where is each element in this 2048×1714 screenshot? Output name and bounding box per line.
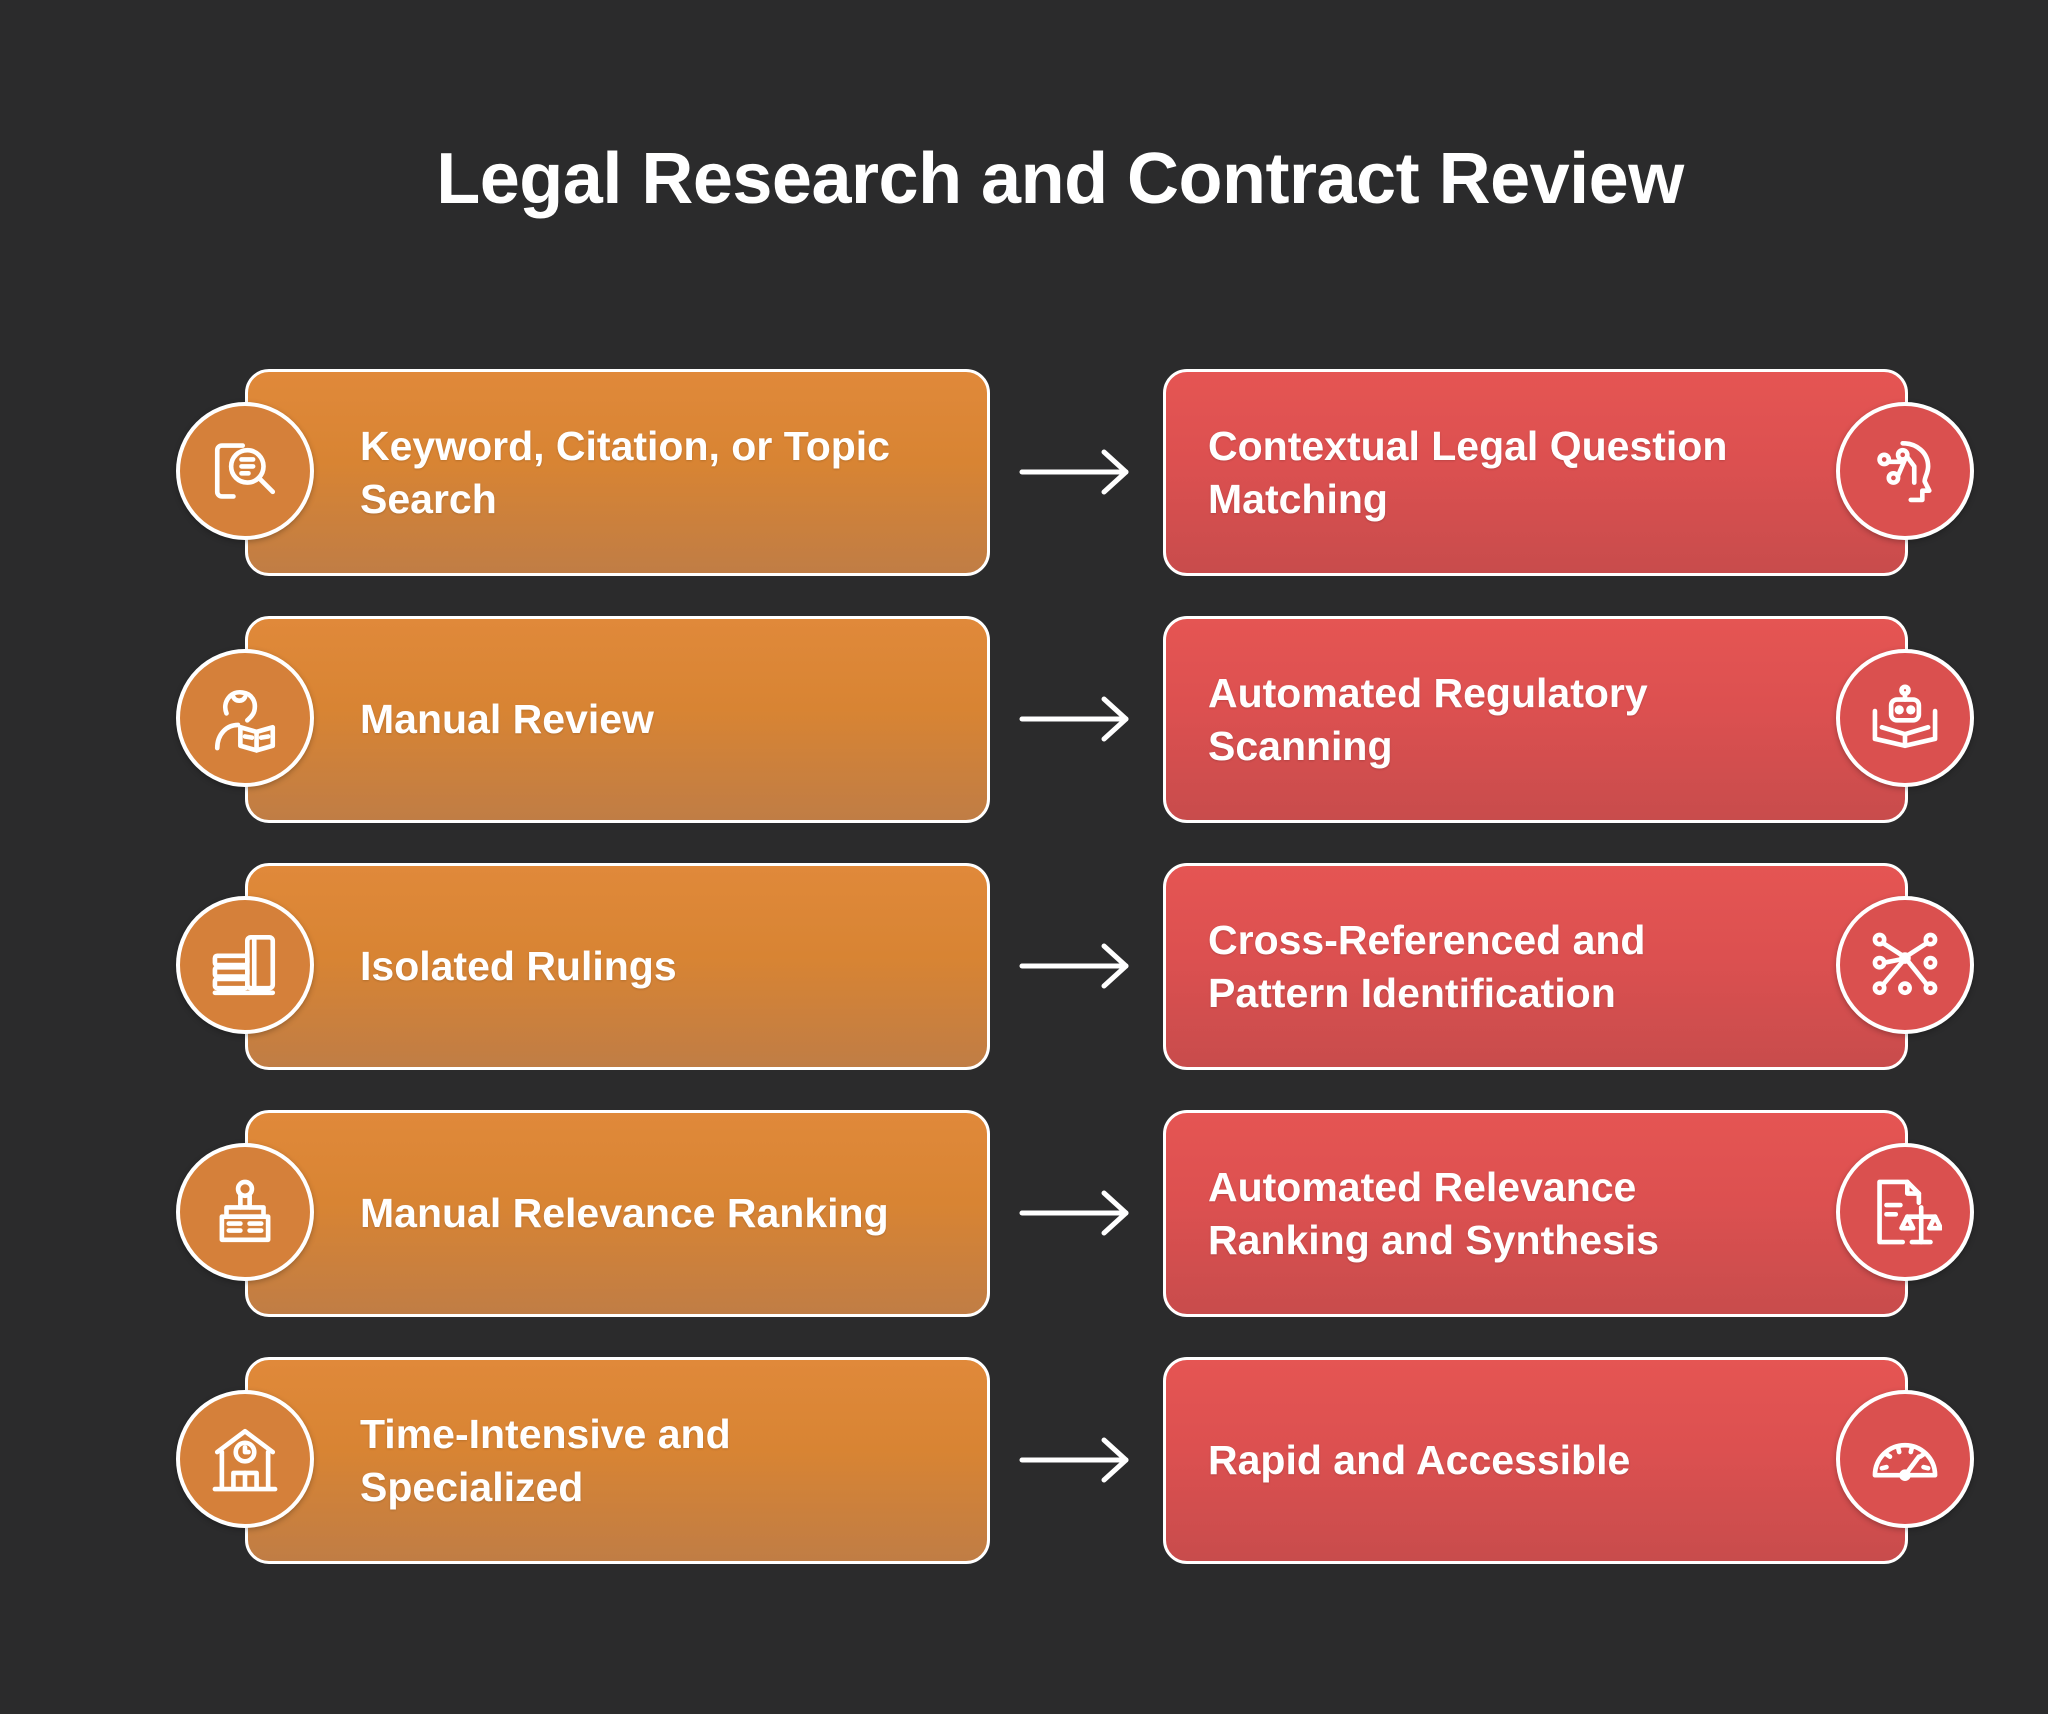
ai-card-label: Cross-Referenced and Pattern Identificat… [1208,916,1646,1016]
traditional-card: Manual Relevance Ranking [245,1110,990,1317]
ai-card: Automated Relevance Ranking and Synthesi… [1163,1110,1908,1317]
ai-card: Cross-Referenced and Pattern Identificat… [1163,863,1908,1070]
ai-card-label: Contextual Legal Question Matching [1208,422,1728,522]
clock-building-icon [176,1390,314,1528]
page-title: Legal Research and Contract Review [436,139,1684,219]
traditional-card: Manual Review [245,616,990,823]
traditional-card-label: Manual Review [360,696,654,742]
ai-card: Automated Regulatory Scanning [1163,616,1908,823]
ai-card: Rapid and Accessible [1163,1357,1908,1564]
brain-network-icon [1836,402,1974,540]
arrow-right-icon [1019,1190,1129,1236]
arrow-right-icon [1019,696,1129,742]
speedometer-icon [1836,1390,1974,1528]
hand-stamp-icon [176,1143,314,1281]
robot-book-icon [1836,649,1974,787]
arrow-right-icon [1019,943,1129,989]
person-reading-book-icon [176,649,314,787]
comparison-row: Isolated Rulings Cross-Referenced and Pa… [0,863,2048,1076]
traditional-card-label: Keyword, Citation, or Topic Search [360,422,890,522]
network-nodes-icon [1836,896,1974,1034]
traditional-card-label: Isolated Rulings [360,943,677,989]
traditional-card: Time-Intensive and Specialized [245,1357,990,1564]
traditional-card: Isolated Rulings [245,863,990,1070]
document-scales-icon [1836,1143,1974,1281]
stacked-documents-icon [176,896,314,1034]
traditional-card: Keyword, Citation, or Topic Search [245,369,990,576]
arrow-right-icon [1019,1437,1129,1483]
ai-card-label: Automated Regulatory Scanning [1208,669,1648,769]
traditional-card-label: Time-Intensive and Specialized [360,1410,731,1510]
comparison-row: Manual Relevance Ranking Automated Relev… [0,1110,2048,1323]
arrow-right-icon [1019,449,1129,495]
comparison-row: Manual Review Automated Regulatory Scann… [0,616,2048,829]
comparison-row: Keyword, Citation, or Topic Search Conte… [0,369,2048,582]
ai-card-label: Rapid and Accessible [1208,1437,1631,1483]
ai-card-label: Automated Relevance Ranking and Synthesi… [1208,1163,1660,1263]
ai-card: Contextual Legal Question Matching [1163,369,1908,576]
comparison-row: Time-Intensive and Specialized Rapid and… [0,1357,2048,1570]
document-search-icon [176,402,314,540]
traditional-card-label: Manual Relevance Ranking [360,1190,889,1236]
